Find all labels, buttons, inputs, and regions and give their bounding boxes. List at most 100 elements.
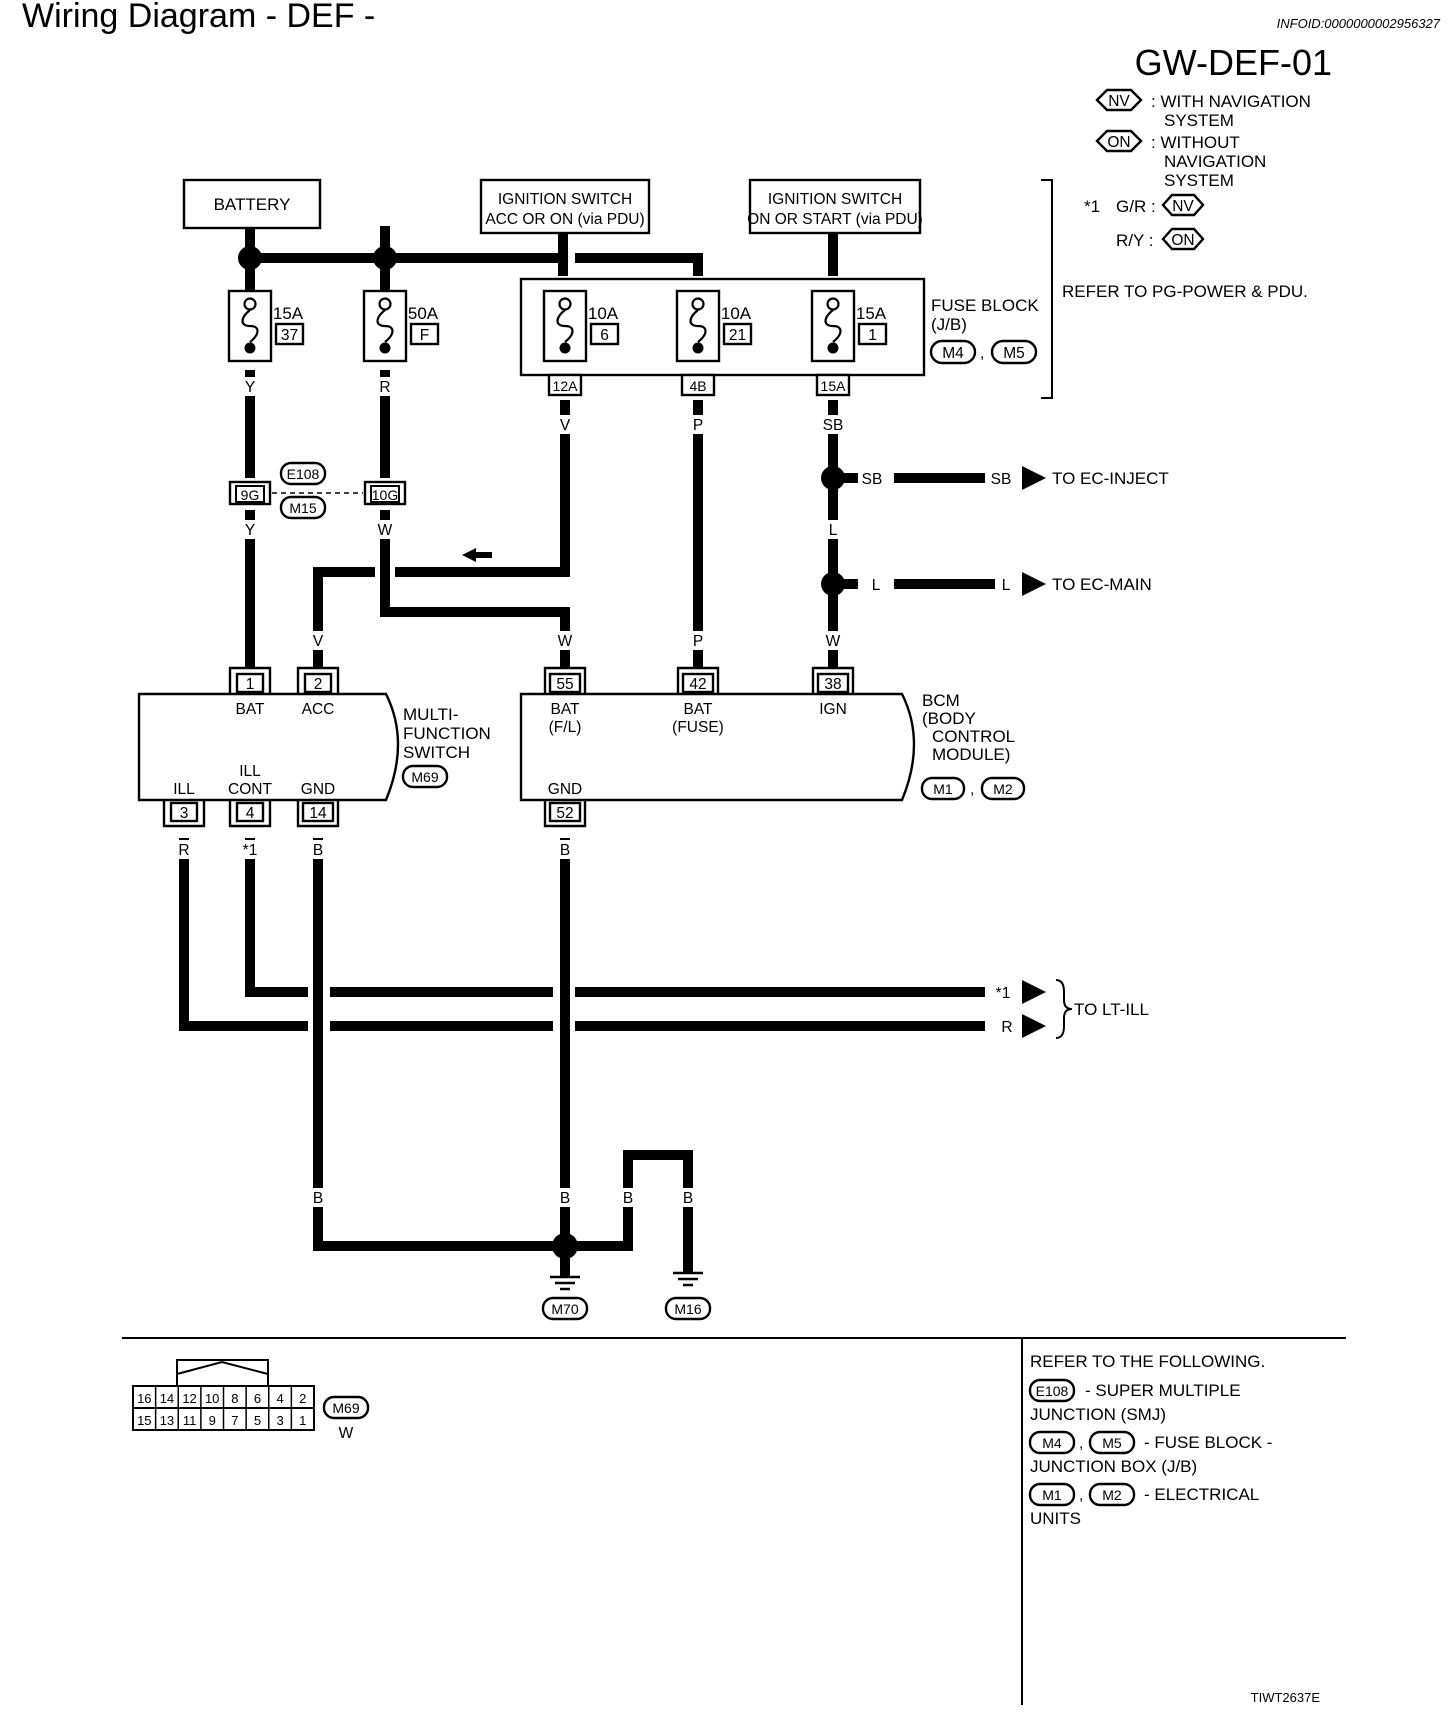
fuse-21-num: 21 <box>729 327 746 344</box>
bcm-label-4: MODULE) <box>932 745 1010 764</box>
connector-pin-5: 5 <box>254 1413 261 1428</box>
legend-nv-tag: NV <box>1108 93 1130 110</box>
wire-label-star1-b: *1 <box>996 985 1011 1002</box>
legend-star1-nv-tag: NV <box>1172 198 1194 215</box>
connector-pin-7: 7 <box>231 1413 238 1428</box>
battery-label: BATTERY <box>214 195 291 214</box>
legend-star1-on-tag: ON <box>1171 232 1194 249</box>
fuse-block-term-12a: 12A <box>553 378 579 394</box>
fuse-block-frame <box>519 277 926 377</box>
refer-m2: M2 <box>1102 1487 1122 1503</box>
refer-power-text: REFER TO PG-POWER & PDU. <box>1062 282 1308 301</box>
legend-on-desc-3: SYSTEM <box>1164 171 1234 190</box>
mfs-pin-2: 2 <box>314 676 323 693</box>
wire-label-b5: B <box>623 1190 633 1207</box>
mfs-label-2: FUNCTION <box>403 724 491 743</box>
refer-m4: M4 <box>1042 1435 1062 1451</box>
ground-m16: M16 <box>664 1271 712 1321</box>
fuse-37: 15A 37 <box>227 289 305 363</box>
wire-label-b3: B <box>313 1190 323 1207</box>
fuse-block-terminals: 12A 4B 15A <box>547 373 851 397</box>
legend-on-desc-2: NAVIGATION <box>1164 152 1266 171</box>
connector-face-color: W <box>339 1425 354 1442</box>
connector-pin-12: 12 <box>182 1391 196 1406</box>
bottom-divider <box>122 1337 1346 1705</box>
legend-nv-desc: : WITH NAVIGATION <box>1151 92 1311 111</box>
bcm-pin-38: 38 <box>824 676 841 693</box>
legend-nv-desc-2: SYSTEM <box>1164 111 1234 130</box>
bcm: BCM (BODY CONTROL MODULE) M1 , M2 55 BAT… <box>519 666 1026 828</box>
wire-label-sb2: SB <box>862 471 883 488</box>
mfs-pin-3: 3 <box>180 805 189 822</box>
wire-label-y1: Y <box>245 379 255 396</box>
refer-m45-desc-2: JUNCTION BOX (J/B) <box>1030 1457 1197 1476</box>
mfs-label-1: MULTI- <box>403 705 458 724</box>
fuse-6-num: 6 <box>600 327 609 344</box>
comma-sep: , <box>970 781 974 798</box>
ground-m70-label: M70 <box>551 1301 578 1317</box>
mfs-pin-2-name: ACC <box>302 701 335 718</box>
refer-m12-desc-1: - ELECTRICAL <box>1144 1485 1259 1504</box>
bcm-pin-42-name-2: (FUSE) <box>672 719 724 736</box>
legend-star1-ry: R/Y : <box>1116 231 1153 250</box>
page-title: Wiring Diagram - DEF - <box>22 0 375 35</box>
fuse-1: 15A 1 <box>810 289 888 363</box>
comma-sep: , <box>1079 1487 1083 1504</box>
mfs-pin-4-name-2: CONT <box>228 781 272 798</box>
wire-label-w3: W <box>826 633 841 650</box>
fuse-1-num: 1 <box>868 327 877 344</box>
output-ec-main: TO EC-MAIN <box>1052 575 1152 594</box>
connector-pin-16: 16 <box>137 1391 151 1406</box>
refer-m5: M5 <box>1102 1435 1122 1451</box>
fuse-6: 10A 6 <box>542 289 620 363</box>
wire-label-b1: B <box>313 842 323 859</box>
info-id: INFOID:0000000002956327 <box>1277 16 1441 31</box>
direction-arrow <box>462 548 492 562</box>
mfs-pin-14-name: GND <box>301 781 335 798</box>
bcm-pin-52: 52 <box>556 805 573 822</box>
mfs-label-3: SWITCH <box>403 743 470 762</box>
refer-e108: E108 <box>1036 1383 1069 1399</box>
wire-labels-mid: V W P W <box>309 631 843 650</box>
comma-sep: , <box>1079 1435 1083 1452</box>
fuse-6-amps: 10A <box>588 304 619 323</box>
bcm-pin-55-name-1: BAT <box>551 701 581 718</box>
arrow-ec-inject <box>1022 466 1046 490</box>
wire-label-b4: B <box>560 1190 570 1207</box>
bcm-pin-55-name-2: (F/L) <box>549 719 582 736</box>
legend-on-desc: : WITHOUT <box>1151 133 1240 152</box>
connector-pin-15: 15 <box>137 1413 151 1428</box>
bcm-conn-m1: M1 <box>933 781 953 797</box>
diagram-code: GW-DEF-01 <box>1135 42 1332 83</box>
wire-label-l2: L <box>872 577 881 594</box>
refer-m1: M1 <box>1042 1487 1062 1503</box>
wire-label-r1: R <box>379 379 390 396</box>
ign-on-label-1: IGNITION SWITCH <box>768 191 902 208</box>
power-bracket <box>1041 179 1053 399</box>
connector-pin-8: 8 <box>231 1391 238 1406</box>
wire-label-r3: R <box>1001 1019 1012 1036</box>
connector-pin-6: 6 <box>254 1391 261 1406</box>
wire-label-w1: W <box>378 522 393 539</box>
connector-pin-4: 4 <box>276 1391 283 1406</box>
wire-label-w2: W <box>558 633 573 650</box>
legend-on-tag: ON <box>1107 134 1130 151</box>
connector-pin-2: 2 <box>299 1391 306 1406</box>
fuse-block-conn-m4: M4 <box>942 345 964 362</box>
mfs-pin-3-name: ILL <box>173 781 195 798</box>
ground-m70: M70 <box>541 1275 589 1321</box>
mfs-pin-14: 14 <box>309 805 327 822</box>
wire-labels-lower: R *1 B B *1 R TO LT-ILL B B B B <box>176 840 1149 1207</box>
connector-pin-10: 10 <box>205 1391 219 1406</box>
fuse-37-num: 37 <box>281 327 298 344</box>
fuse-block-term-4b: 4B <box>689 378 706 394</box>
wire-label-p1: P <box>693 417 703 434</box>
wire-label-l3: L <box>1002 577 1011 594</box>
multi-function-switch: MULTI- FUNCTION SWITCH M69 1 BAT 2 ACC 3… <box>137 666 491 828</box>
refer-m45-desc-1: - FUSE BLOCK - <box>1144 1433 1272 1452</box>
bcm-conn-m2: M2 <box>993 781 1013 797</box>
fuse-block-conn-m5: M5 <box>1003 345 1025 362</box>
junction-conn-e108: E108 <box>287 466 320 482</box>
